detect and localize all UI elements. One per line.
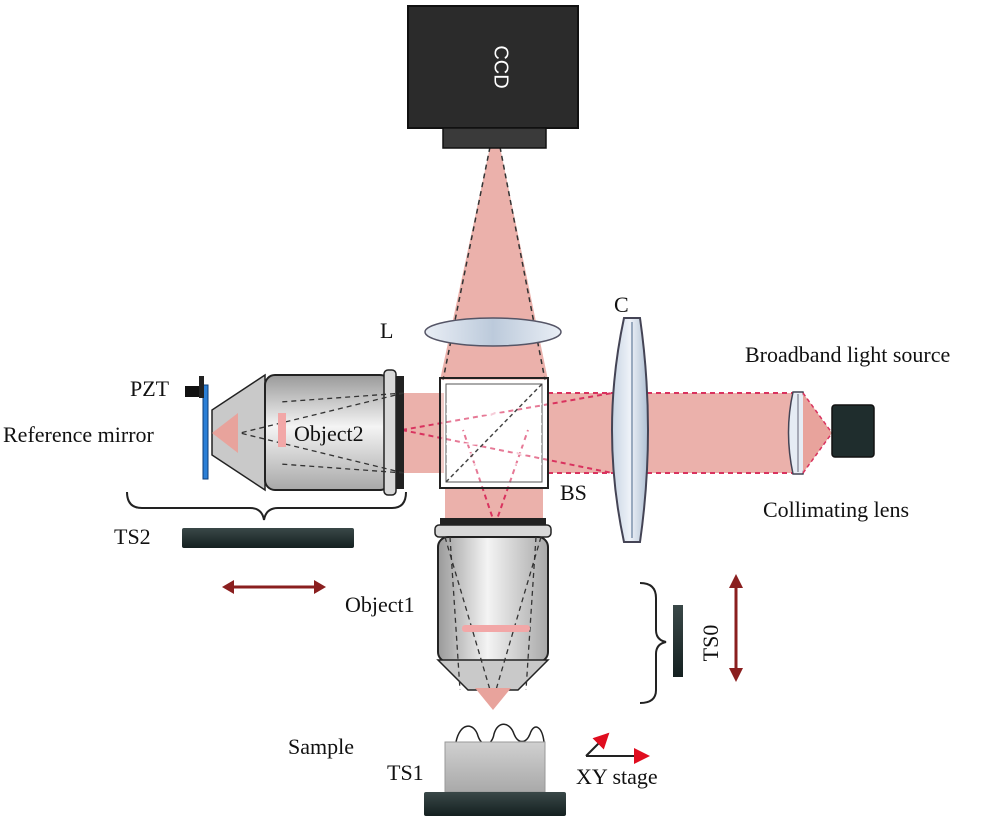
pzt-actuator	[185, 386, 199, 397]
beam-source	[548, 393, 793, 473]
objective-object1	[434, 518, 552, 701]
label-c: C	[614, 292, 629, 317]
light-source	[831, 404, 875, 458]
ts2-double-arrow	[222, 580, 326, 594]
sample-surface	[455, 723, 545, 745]
beam-edge	[499, 146, 546, 381]
label-ts2: TS2	[114, 524, 151, 549]
objective-object2	[211, 369, 405, 496]
label-l: L	[380, 318, 393, 343]
lens-c	[611, 317, 649, 543]
label-sample: Sample	[288, 734, 354, 759]
ts2-stage	[182, 528, 354, 548]
label-object1: Object1	[345, 592, 415, 617]
ts0-brace	[639, 582, 667, 704]
ray-dashed	[494, 429, 529, 526]
source-cone-edge	[802, 432, 833, 474]
label-object2: Object2	[294, 421, 364, 446]
reference-mirror	[202, 384, 209, 480]
label-reference-mirror: Reference mirror	[3, 422, 155, 447]
label-collimating-lens: Collimating lens	[763, 497, 909, 522]
lens-l	[424, 317, 562, 347]
source-cone-edge	[802, 392, 833, 434]
beam-splitter	[439, 377, 549, 489]
ccd-camera	[407, 5, 579, 129]
reference-focus-cone	[212, 413, 238, 453]
beam-reference-arm	[404, 393, 444, 473]
xy-stage-arrows	[585, 732, 650, 764]
pzt-rod	[199, 376, 204, 398]
ray-dashed	[462, 429, 496, 526]
ts0-double-arrow	[729, 574, 743, 682]
label-ts0: TS0	[698, 625, 723, 662]
ts1-stage	[424, 792, 566, 816]
label-pzt: PZT	[130, 376, 170, 401]
sample-block	[444, 741, 546, 793]
label-broadband-light-source: Broadband light source	[745, 342, 950, 367]
sample-focus-cone	[475, 688, 511, 710]
ccd-label: CCD	[490, 45, 512, 88]
label-bs: BS	[560, 480, 587, 505]
label-xy-stage: XY stage	[576, 764, 658, 789]
source-cone	[803, 393, 832, 473]
label-ts1: TS1	[387, 760, 424, 785]
beam-sample-arm	[445, 488, 543, 520]
ts0-stage	[673, 605, 683, 677]
ccd-lens-mount	[442, 127, 547, 149]
ts2-brace	[126, 491, 407, 521]
